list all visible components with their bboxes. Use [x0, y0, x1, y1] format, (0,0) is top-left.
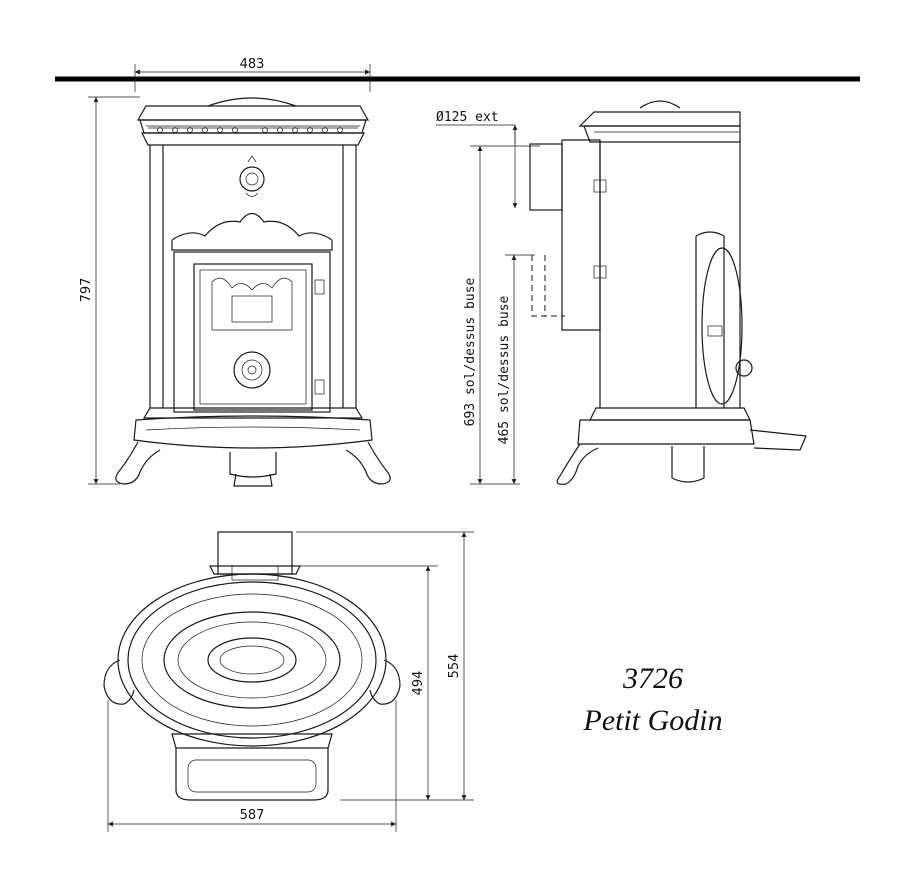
dim-height-flue-rear: 465 sol/dessus buse — [497, 295, 512, 444]
side-view: Ø125 ext 693 sol/dessus buse 465 sol/des… — [436, 100, 807, 485]
dim-flue-diameter: Ø125 ext — [436, 110, 499, 125]
model-name: Petit Godin — [582, 704, 722, 737]
top-view: 554 494 587 — [103, 531, 474, 832]
model-number: 3726 — [622, 662, 683, 695]
dim-height-flue-top: 693 sol/dessus buse — [463, 277, 478, 426]
dim-width-base: 587 — [240, 808, 265, 823]
dim-depth-total: 554 — [447, 654, 462, 679]
front-view: 483 797 — [79, 57, 391, 487]
dim-height-total: 797 — [79, 278, 94, 303]
dim-width-top: 483 — [240, 57, 265, 72]
dim-depth-body: 494 — [411, 671, 426, 696]
